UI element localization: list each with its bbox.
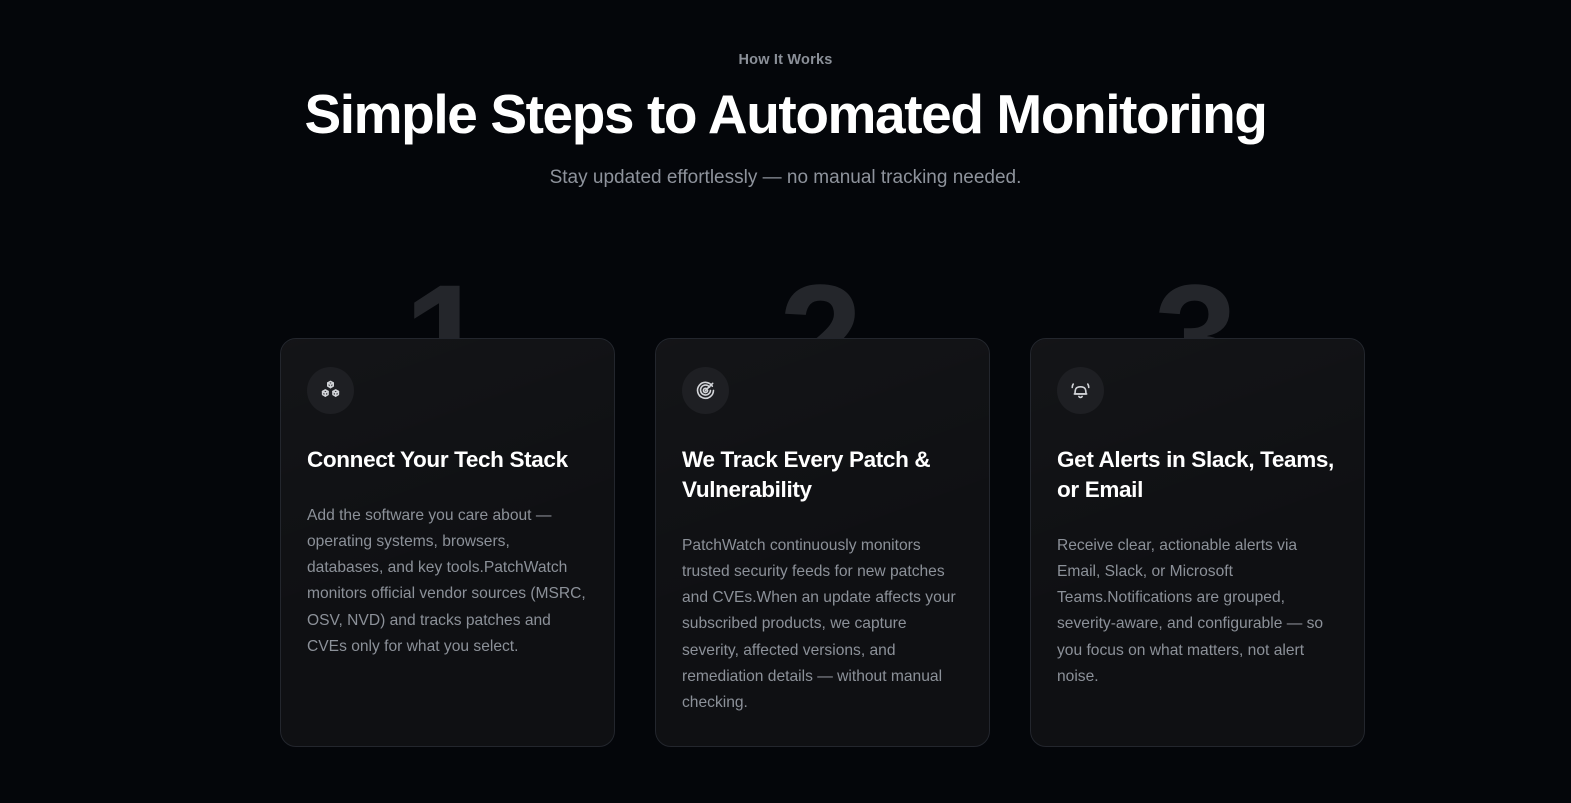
section-eyebrow: How It Works	[738, 52, 833, 68]
step-card-body: PatchWatch continuously monitors trusted…	[682, 536, 956, 711]
bell-ring-icon	[1057, 367, 1104, 414]
step-card-body: Receive clear, actionable alerts via Ema…	[1057, 536, 1324, 685]
section-header: How It Works Simple Steps to Automated M…	[0, 0, 1571, 191]
steps-card-list: Connect Your Tech Stack Add the software…	[280, 338, 1366, 748]
page-title: Simple Steps to Automated Monitoring	[304, 83, 1268, 146]
section-subtitle: Stay updated effortlessly — no manual tr…	[549, 166, 1022, 188]
step-card-connect-tech-stack[interactable]: Connect Your Tech Stack Add the software…	[280, 338, 615, 748]
step-card-get-alerts[interactable]: Get Alerts in Slack, Teams, or Email Rec…	[1030, 338, 1365, 748]
boxes-icon	[307, 367, 354, 414]
step-card-title: Get Alerts in Slack, Teams, or Email	[1057, 447, 1334, 502]
step-card-title: Connect Your Tech Stack	[307, 447, 568, 472]
radar-icon	[682, 367, 729, 414]
step-card-body: Add the software you care about — operat…	[307, 506, 586, 655]
step-card-title: We Track Every Patch & Vulnerability	[682, 447, 931, 502]
step-card-track-patches[interactable]: We Track Every Patch & Vulnerability Pat…	[655, 338, 990, 748]
